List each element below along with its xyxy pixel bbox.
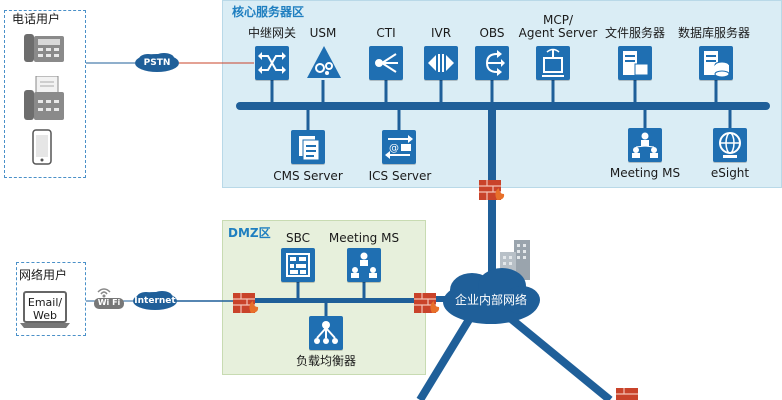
usm-gear-triangle-icon[interactable]: [306, 44, 342, 80]
obs-device[interactable]: [475, 46, 509, 80]
svg-text:@: @: [389, 143, 399, 154]
firewall-icon: [479, 180, 505, 200]
label-sbc: SBC: [285, 231, 311, 245]
phone-users-title: 电话用户: [12, 12, 61, 26]
label-ics-server: ICS Server: [368, 169, 432, 183]
label-mcp-agent-server: MCP/ Agent Server: [518, 13, 598, 40]
fax-machine-icon: [24, 76, 64, 120]
phone-users-group: [4, 10, 86, 178]
internet-cloud-icon: [133, 291, 177, 310]
dmz-zone-title: DMZ区: [228, 226, 271, 240]
label-usm: USM: [309, 26, 337, 40]
email-web-label: Email/ Web: [27, 296, 63, 322]
laptop-icon: [20, 291, 70, 328]
cms-server-device[interactable]: [291, 130, 325, 164]
globe-monitor-icon: [719, 132, 741, 158]
meeting-people-icon: [351, 252, 377, 278]
label-cms-server: CMS Server: [273, 169, 343, 183]
cti-device[interactable]: [369, 46, 403, 80]
enterprise-network-cloud-icon: [443, 268, 540, 324]
mobile-phone-icon: [32, 129, 52, 165]
load-balancer-icon: [314, 321, 338, 344]
label-meeting-ms-core: Meeting MS: [609, 166, 681, 180]
file-server-device[interactable]: [618, 46, 652, 80]
label-trunk-gateway: 中继网关: [247, 26, 296, 40]
label-meeting-ms-dmz: Meeting MS: [328, 231, 400, 245]
ics-server-device[interactable]: @: [382, 130, 416, 164]
label-file-server: 文件服务器: [604, 26, 665, 40]
wifi-label: Wi Fi: [97, 298, 121, 307]
trunk-gateway-device[interactable]: [255, 46, 289, 80]
firewall-icon: [616, 388, 638, 400]
file-server-icon: [623, 51, 649, 76]
label-esight: eSight: [710, 166, 750, 180]
crossed-arrows-icon: [258, 52, 286, 74]
pstn-cloud-icon: [135, 53, 179, 72]
ivr-device[interactable]: [424, 46, 458, 80]
firewall-icon: [233, 293, 259, 313]
wifi-icon: [94, 288, 124, 309]
label-load-balancer: 负载均衡器: [295, 354, 356, 368]
label-database-server: 数据库服务器: [677, 26, 750, 40]
core-zone-title: 核心服务器区: [232, 5, 305, 19]
sbc-device[interactable]: [281, 248, 315, 282]
load-balancer-device[interactable]: [309, 316, 343, 350]
label-cti: CTI: [376, 26, 396, 40]
firewall-grid-icon: [286, 253, 310, 277]
meeting-ms-dmz-device[interactable]: [347, 248, 381, 282]
meeting-ms-core-device[interactable]: [628, 128, 662, 162]
esight-device[interactable]: [713, 128, 747, 162]
internet-label: Internet: [134, 296, 176, 306]
outbound-arrows-icon: [485, 50, 505, 76]
network-users-group: [16, 262, 86, 336]
double-arrow-icon: [428, 54, 454, 72]
network-users-title: 网络用户: [19, 268, 68, 282]
pstn-label: PSTN: [143, 58, 171, 68]
documents-icon: [299, 136, 320, 161]
database-icon: [704, 51, 730, 78]
desk-phone-icon: [24, 34, 64, 62]
email-chat-icon: @: [385, 135, 413, 159]
label-obs: OBS: [479, 26, 505, 40]
server-signal-icon: [542, 48, 564, 77]
label-ivr: IVR: [430, 26, 452, 40]
mcp-agent-server-device[interactable]: [536, 46, 570, 80]
firewall-icon: [414, 293, 440, 313]
meeting-people-icon: [632, 132, 658, 158]
database-server-device[interactable]: [699, 46, 733, 80]
enterprise-network-label: 企业内部网络: [454, 293, 527, 307]
fan-out-arrows-icon: [375, 53, 398, 73]
